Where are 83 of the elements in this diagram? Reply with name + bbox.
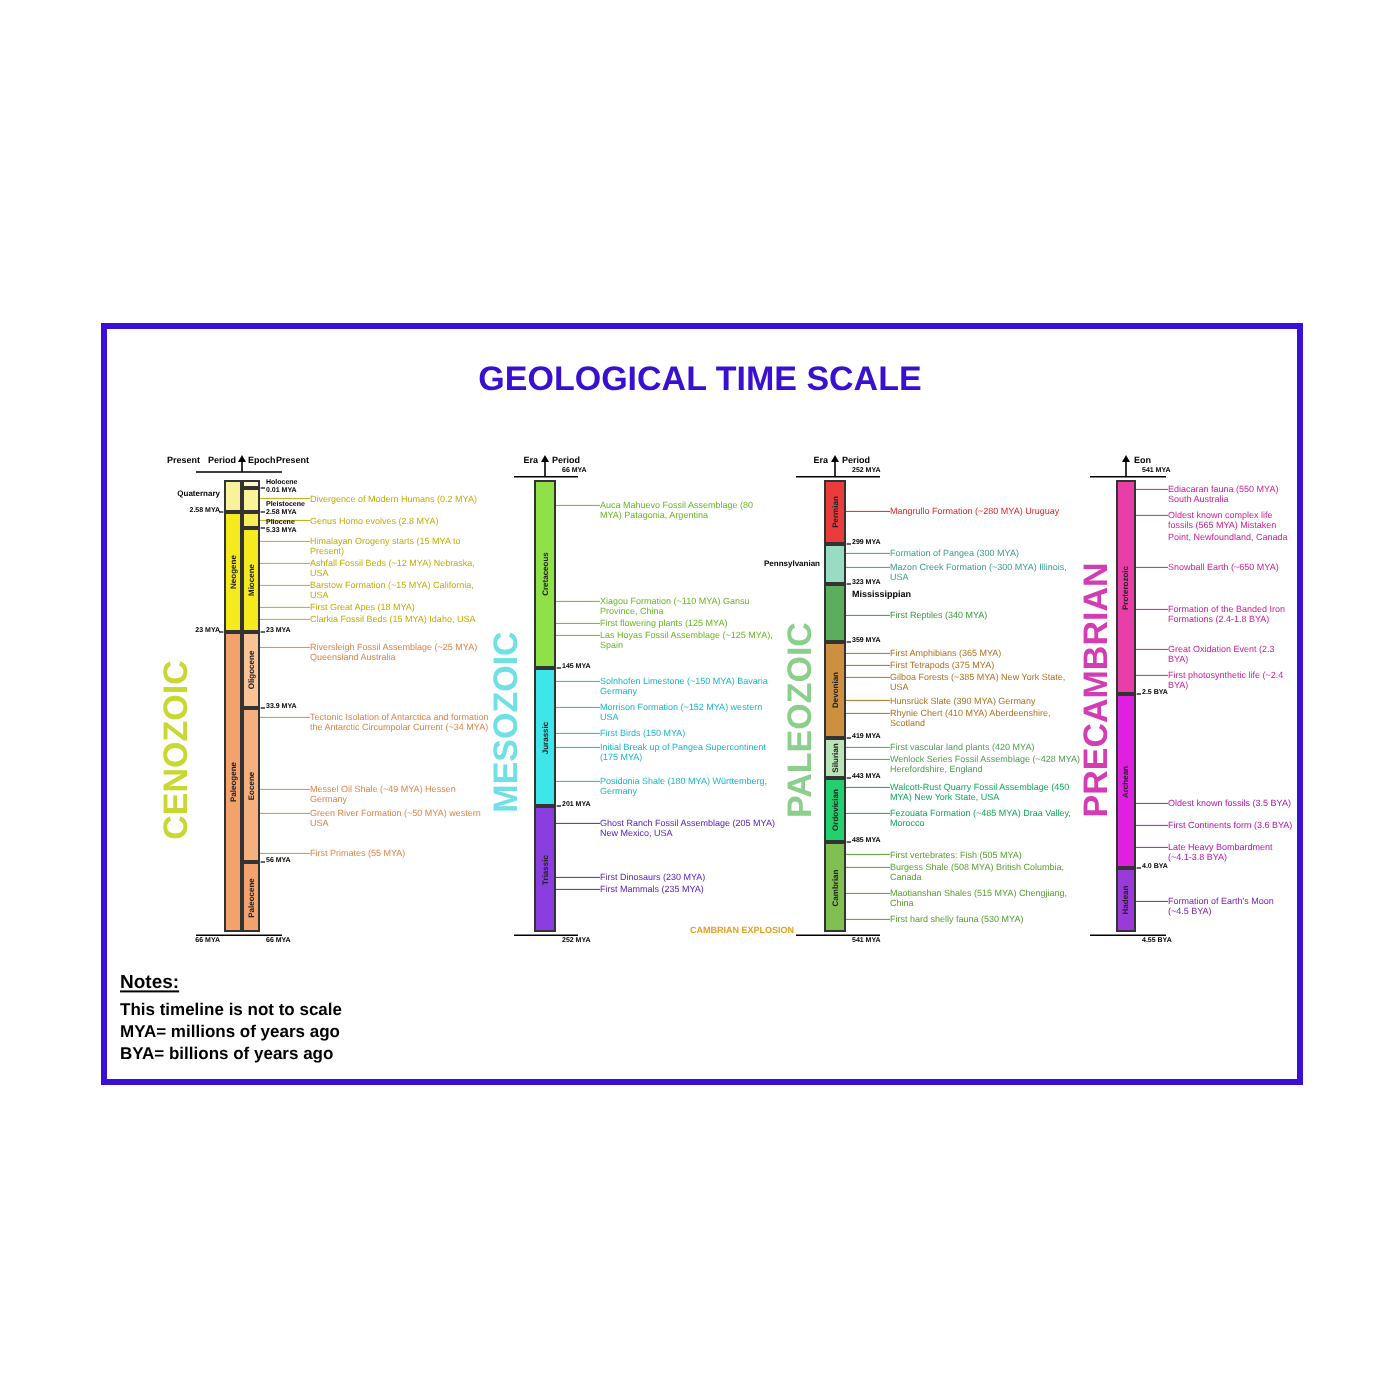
leader-line — [845, 812, 891, 814]
leader-line — [259, 852, 311, 854]
leader-line — [845, 552, 891, 554]
note-text: MYA= millions of years ago — [120, 1023, 340, 1041]
period-bar — [824, 778, 846, 842]
leader-line — [845, 892, 891, 894]
period-bar — [534, 668, 556, 806]
period-bar — [224, 632, 242, 932]
eon-bar — [1116, 694, 1136, 868]
leader-line — [259, 716, 311, 718]
leader-line — [555, 746, 601, 748]
leader-line — [259, 812, 311, 814]
leader-line — [555, 504, 601, 506]
leader-line — [555, 680, 601, 682]
leader-line — [1135, 900, 1169, 902]
era-label: CENOZOIC — [159, 660, 193, 840]
period-bar — [824, 738, 846, 778]
period-bar — [824, 584, 846, 642]
leader-line — [259, 519, 311, 521]
leader-line — [1135, 846, 1169, 848]
period-bar — [534, 480, 556, 668]
leader-line — [845, 758, 891, 760]
period-bar — [824, 842, 846, 932]
leader-line — [845, 786, 891, 788]
leader-line — [555, 732, 601, 734]
era-label: PALEOZOIC — [783, 622, 817, 818]
leader-line — [259, 606, 311, 608]
leader-line — [845, 652, 891, 654]
leader-line — [1135, 566, 1169, 568]
note-text: BYA= billions of years ago — [120, 1045, 334, 1063]
leader-line — [1135, 514, 1169, 516]
leader-line — [259, 584, 311, 586]
leader-line — [1135, 802, 1169, 804]
leader-line — [845, 566, 891, 568]
leader-line — [845, 614, 891, 616]
leader-line — [845, 746, 891, 748]
eon-bar — [1116, 480, 1136, 694]
leader-line — [845, 676, 891, 678]
title: GEOLOGICAL TIME SCALE — [476, 360, 924, 400]
period-bar — [224, 480, 242, 512]
epoch-bar — [242, 528, 260, 632]
leader-line — [555, 876, 601, 878]
epoch-bar — [242, 708, 260, 862]
era-label: PRECAMBRIAN — [1079, 562, 1113, 818]
leader-line — [845, 712, 891, 714]
leader-line — [1135, 608, 1169, 610]
period-bar — [824, 480, 846, 544]
leader-line — [259, 562, 311, 564]
epoch-bar — [242, 480, 260, 488]
leader-line — [555, 822, 601, 824]
leader-line — [845, 853, 891, 855]
leader-line — [845, 664, 891, 666]
leader-line — [1135, 824, 1169, 826]
leader-line — [259, 540, 311, 542]
leader-line — [1135, 648, 1169, 650]
epoch-bar — [242, 488, 260, 512]
leader-line — [555, 780, 601, 782]
leader-line — [845, 699, 891, 701]
leader-line — [555, 622, 601, 624]
note-text: This timeline is not to scale — [120, 1001, 342, 1019]
leader-line — [1135, 488, 1169, 490]
leader-line — [555, 634, 601, 636]
leader-line — [555, 600, 601, 602]
leader-line — [555, 888, 601, 890]
period-bar — [224, 512, 242, 632]
leader-line — [1135, 674, 1169, 676]
leader-line — [845, 866, 891, 868]
leader-line — [259, 618, 311, 620]
leader-line — [259, 497, 311, 499]
period-bar — [534, 806, 556, 932]
leader-line — [259, 646, 311, 648]
period-bar — [824, 544, 846, 584]
eon-bar — [1116, 868, 1136, 932]
epoch-bar — [242, 512, 260, 528]
leader-line — [259, 788, 311, 790]
leader-line — [845, 510, 891, 512]
leader-line — [555, 706, 601, 708]
leader-line — [845, 918, 891, 920]
epoch-bar — [242, 632, 260, 708]
epoch-bar — [242, 862, 260, 932]
notes-heading: Notes: — [120, 974, 180, 994]
period-bar — [824, 642, 846, 738]
era-label: MESOZOIC — [489, 631, 523, 813]
